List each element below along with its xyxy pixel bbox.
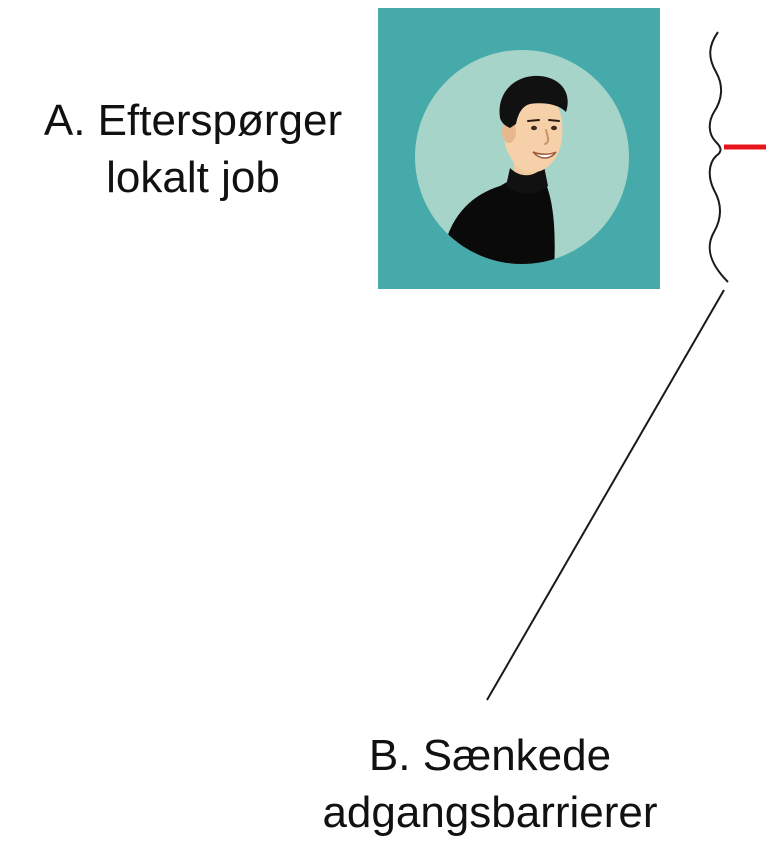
avatar-collar: [506, 166, 548, 194]
connector-line-to-b: [486, 289, 725, 701]
avatar-eye-left: [531, 125, 537, 131]
node-b-label: B. Sænkede adgangsbarrierer: [250, 727, 730, 841]
avatar-hair: [499, 75, 568, 128]
node-b-label-line2: adgangsbarrierer: [322, 788, 658, 837]
avatar-body: [444, 168, 555, 264]
person-avatar-icon: [378, 8, 660, 289]
node-a-label: A. Efterspørger lokalt job: [6, 92, 380, 206]
node-a-label-line2: lokalt job: [106, 153, 280, 202]
avatar-smile: [532, 151, 557, 159]
node-b-label-line1: B. Sænkede: [368, 731, 612, 780]
avatar-illustration: [378, 8, 660, 289]
node-a-label-line1: A. Efterspørger: [43, 96, 343, 145]
avatar-eye-right: [551, 125, 557, 131]
wavy-brace: [708, 31, 729, 283]
avatar-ear: [502, 121, 516, 143]
